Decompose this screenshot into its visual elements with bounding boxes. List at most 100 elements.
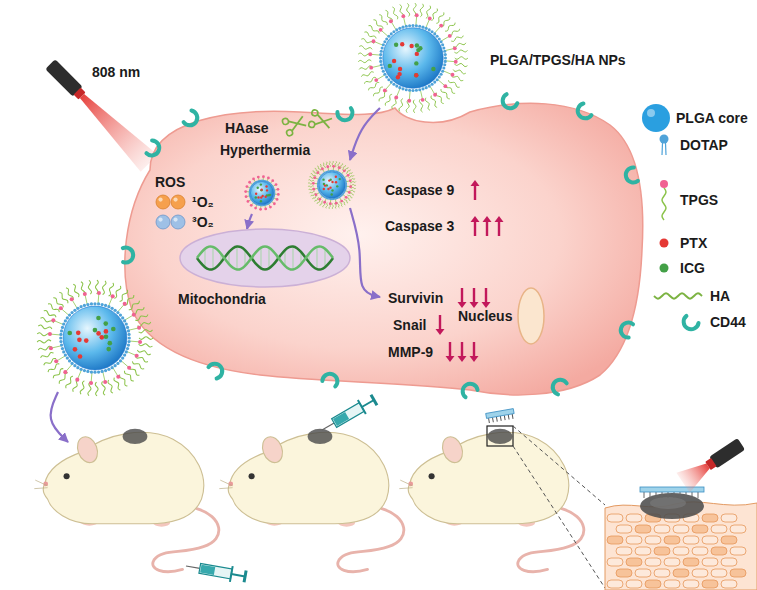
ha-chain bbox=[454, 50, 467, 53]
dotap-lipid bbox=[444, 60, 447, 63]
legend-item: PLGA core bbox=[640, 102, 748, 134]
down-arrow bbox=[485, 288, 487, 302]
cd44-receptor bbox=[575, 103, 592, 121]
skin-cell bbox=[626, 536, 642, 544]
ha-chain bbox=[337, 202, 339, 207]
ha-chain bbox=[137, 350, 150, 355]
ptx-dot bbox=[409, 44, 413, 48]
cd44-receptor bbox=[500, 94, 518, 111]
arrow-head bbox=[458, 302, 467, 308]
dotap-lipid bbox=[392, 83, 395, 86]
blade bbox=[315, 115, 332, 129]
dotap-lipid bbox=[382, 70, 385, 73]
tpgs-chain bbox=[78, 370, 82, 379]
skin-cell bbox=[626, 514, 642, 522]
tpgs-head bbox=[433, 93, 437, 97]
wavelength-label: 808 nm bbox=[92, 63, 140, 81]
dotap-lipid bbox=[395, 28, 398, 31]
ha-chain bbox=[436, 93, 444, 104]
tpgs-head bbox=[103, 380, 107, 384]
ha-chain bbox=[445, 23, 455, 31]
dotap-lipid bbox=[125, 350, 128, 353]
ptx-dot bbox=[335, 176, 337, 178]
dotap-lipid bbox=[436, 35, 439, 38]
skin-cell bbox=[616, 525, 632, 533]
dotap-lipid bbox=[408, 24, 411, 27]
plga-core bbox=[63, 306, 127, 370]
ptx-dot bbox=[257, 196, 259, 198]
dna-rung bbox=[317, 246, 318, 269]
tpgs-chain bbox=[386, 83, 392, 90]
dotap-lipid bbox=[119, 313, 122, 316]
dotap-lipid bbox=[104, 304, 107, 307]
ptx-dot bbox=[99, 335, 104, 340]
skin-cell bbox=[721, 580, 737, 588]
handle bbox=[308, 121, 315, 128]
skin-cell bbox=[635, 569, 651, 577]
barrel bbox=[332, 403, 365, 428]
patch bbox=[640, 487, 704, 492]
dotap-lipid bbox=[113, 309, 116, 312]
ha-chain bbox=[347, 195, 352, 198]
ptx-dot bbox=[415, 52, 419, 56]
skin-cell bbox=[711, 547, 727, 555]
dotap-lipid bbox=[442, 46, 445, 49]
mouse-whisker bbox=[399, 480, 412, 489]
icg-dot bbox=[260, 183, 262, 185]
skin-cell bbox=[673, 569, 689, 577]
dotap-lipid bbox=[436, 78, 439, 81]
tpgs-head bbox=[127, 366, 131, 370]
ha-chain bbox=[342, 165, 345, 170]
tpgs-head bbox=[348, 191, 351, 194]
tpgs-head bbox=[48, 332, 52, 336]
tpgs-head bbox=[335, 202, 338, 205]
tpgs-head bbox=[312, 188, 315, 191]
tpgs-head bbox=[443, 84, 447, 88]
patch bbox=[486, 409, 514, 419]
tpgs-chain bbox=[391, 22, 396, 30]
tpgs-head bbox=[116, 375, 120, 379]
skin-cell bbox=[702, 514, 718, 522]
protein-label: MMP-9 bbox=[388, 343, 433, 361]
ha-chain bbox=[139, 330, 153, 333]
cd44-receptor bbox=[619, 321, 633, 338]
ha-chain bbox=[103, 281, 107, 295]
ha-chain bbox=[88, 280, 91, 294]
skin-cell bbox=[645, 558, 661, 566]
down-arrow bbox=[473, 288, 475, 302]
tpgs-head bbox=[389, 19, 393, 23]
tpgs-chain bbox=[118, 305, 124, 312]
handle bbox=[282, 118, 290, 126]
ha-chain bbox=[453, 70, 466, 74]
tpgs-chain bbox=[443, 71, 451, 74]
tpgs-head bbox=[75, 378, 79, 382]
laser-tip bbox=[705, 458, 716, 470]
skin-cell bbox=[683, 558, 699, 566]
skin-cell bbox=[654, 547, 670, 555]
tpgs-head bbox=[111, 294, 115, 298]
ha-chain bbox=[44, 358, 56, 365]
tpgs-chain bbox=[435, 26, 441, 33]
microneedle bbox=[492, 417, 494, 422]
ha-chain bbox=[392, 7, 397, 19]
tpgs-chain bbox=[125, 315, 133, 320]
tpgs-head bbox=[244, 190, 247, 193]
ha-chain bbox=[373, 87, 382, 96]
tpgs-chain bbox=[441, 36, 449, 41]
ptx-dot bbox=[328, 179, 330, 181]
mouse-eye bbox=[249, 473, 255, 479]
arrow-head bbox=[458, 356, 467, 362]
legend-text: PTX bbox=[680, 234, 707, 252]
up-arrow bbox=[474, 222, 476, 236]
legend-icon bbox=[652, 178, 676, 222]
syringe bbox=[185, 558, 247, 584]
ha-chain bbox=[329, 161, 330, 167]
ha-chain bbox=[426, 6, 431, 19]
dotap-lipid bbox=[116, 362, 119, 365]
skin-cell bbox=[673, 525, 689, 533]
mouse-ear bbox=[74, 434, 101, 465]
nanoparticle-label: PLGA/TPGS/HA NPs bbox=[490, 51, 626, 69]
legend-swatch bbox=[660, 264, 669, 273]
dotap-lipid bbox=[431, 30, 434, 33]
ha-chain bbox=[431, 9, 437, 21]
